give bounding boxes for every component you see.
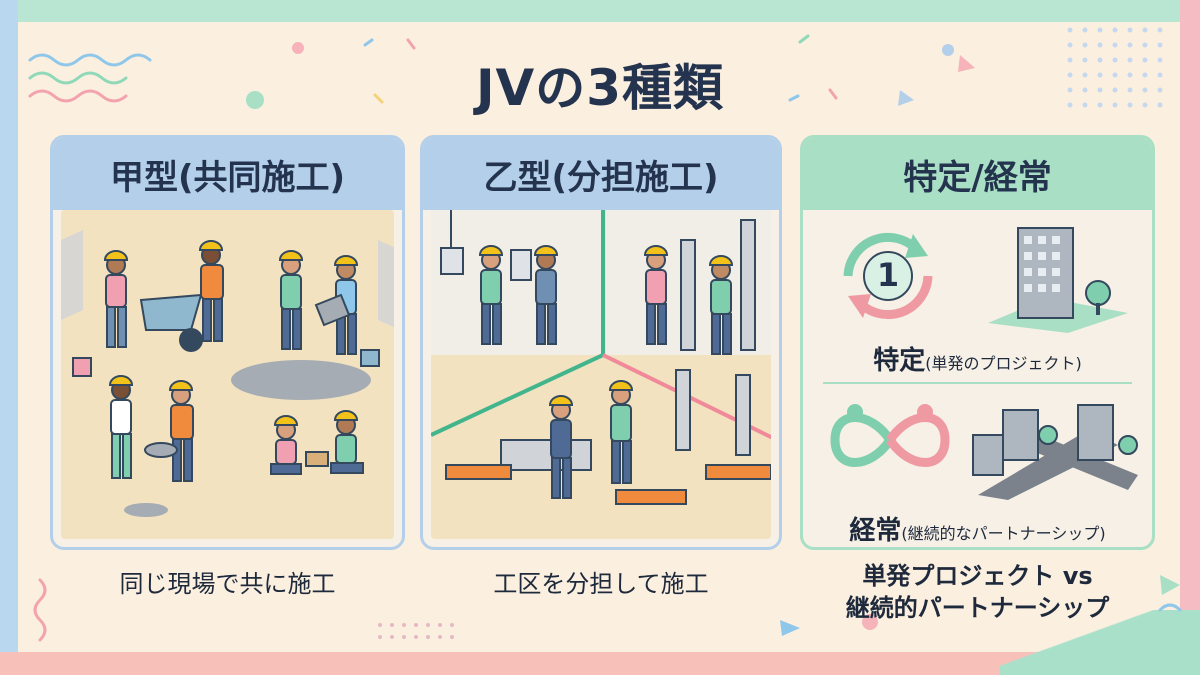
infinity-partnership-icon — [830, 404, 950, 467]
regular-label: 経常(継続的なパートナーシップ) — [803, 510, 1152, 547]
panel-kou-type: 甲型(共同施工) — [50, 135, 405, 550]
frame-top-band — [0, 0, 1200, 22]
panel-caption-specific-regular: 単発プロジェクト vs 継続的パートナーシップ — [800, 560, 1155, 624]
panel-specific-regular: 特定/経常 1 特定(単発のプロジェクト) — [800, 135, 1155, 550]
city-road-icon — [972, 404, 1138, 500]
panel-header: 特定/経常 — [803, 138, 1152, 210]
specific-main-text: 特定 — [873, 346, 926, 376]
specific-sub-text: (単発のプロジェクト) — [925, 354, 1082, 373]
section-divider — [823, 382, 1132, 384]
frame-left-band — [0, 0, 18, 675]
joint-construction-illustration — [61, 210, 394, 539]
caption-line-1: 単発プロジェクト vs — [862, 562, 1093, 590]
panel-header: 乙型(分担施工) — [423, 138, 779, 210]
panel-header: 甲型(共同施工) — [53, 138, 402, 210]
frame-bottom-right-corner — [1000, 610, 1200, 675]
page-title: JVの3種類 — [475, 59, 725, 117]
panel-caption-kou: 同じ現場で共に施工 — [119, 570, 336, 598]
frame-right-band — [1180, 0, 1200, 675]
frame-bottom-band — [0, 652, 1200, 675]
specific-label: 特定(単発のプロジェクト) — [803, 340, 1152, 377]
regular-main-text: 経常 — [849, 516, 902, 546]
panel-otsu-type: 乙型(分担施工) — [420, 135, 782, 550]
office-building-icon — [988, 227, 1128, 333]
specific-number: 1 — [876, 256, 900, 294]
divided-construction-illustration — [431, 210, 771, 539]
panel-caption-otsu: 工区を分担して施工 — [493, 570, 709, 598]
specific-project-icon — [843, 232, 933, 320]
caption-line-2: 継続的パートナーシップ — [845, 594, 1110, 622]
regular-sub-text: (継続的なパートナーシップ) — [901, 524, 1106, 543]
